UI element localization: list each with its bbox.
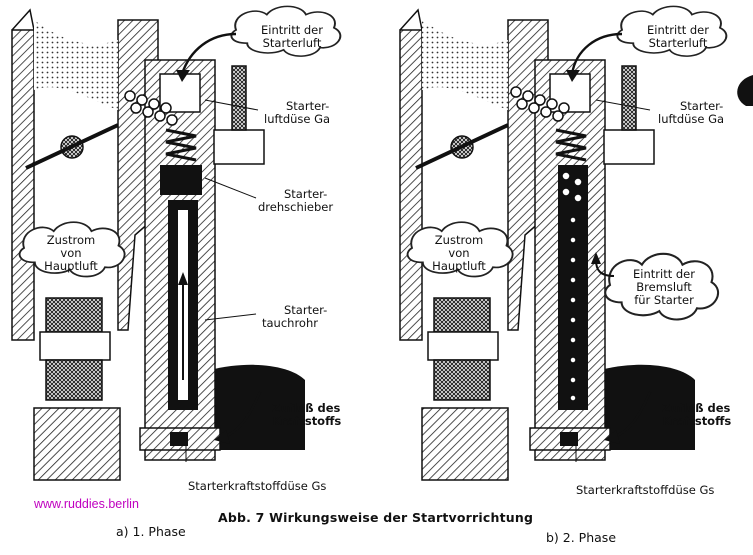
panel-b-label: b) 2. Phase	[546, 530, 617, 545]
fuel-chamber-b	[595, 364, 695, 450]
rotary-valve-a	[160, 165, 202, 195]
label-line: Starter-	[286, 99, 330, 113]
label-line: Eintritt der	[647, 23, 709, 37]
label-line: Kraftstoffs	[272, 414, 342, 428]
label-line: von	[60, 246, 82, 260]
air-bubbles-b	[510, 86, 583, 402]
label-line: Bremsluft	[636, 280, 692, 294]
label-zufluss-kraftstoff-a: Zufluß des Kraftstoffs	[272, 402, 352, 428]
label-starterluftduese-a: Starter- luftdüse Ga	[264, 100, 354, 126]
label-line: drehschieber	[258, 200, 334, 214]
label-line: Starter-	[284, 303, 328, 317]
label-line: Zustrom	[46, 233, 96, 247]
dip-tube-b	[558, 165, 588, 410]
label-line: Eintritt der	[633, 267, 695, 281]
panel-a	[11, 5, 342, 481]
label-line: Hauptluft	[432, 259, 486, 273]
label-line: luftdüse Ga	[264, 112, 331, 126]
label-line: Zufluß des	[662, 401, 731, 415]
label-line: Hauptluft	[44, 259, 98, 273]
panel-a-label: a) 1. Phase	[116, 524, 186, 539]
label-eintritt-starterluft-b: Eintritt der Starterluft	[638, 24, 718, 50]
label-starterkraftstoffduese-b: Starterkraftstoffdüse Gs	[576, 483, 715, 497]
label-zufluss-kraftstoff-b: Zufluß des Kraftstoffs	[662, 402, 742, 428]
label-line: für Starter	[634, 293, 694, 307]
label-line: Starterluft	[262, 36, 322, 50]
fuel-inlet-nut-a	[45, 297, 103, 333]
label-line: luftdüse Ga	[658, 112, 725, 126]
panel-b	[399, 5, 753, 481]
label-line: tauchrohr	[262, 316, 318, 330]
label-zustrom-hauptluft-b: Zustrom von Hauptluft	[418, 234, 500, 273]
label-eintritt-starterluft-a: Eintritt der Starterluft	[252, 24, 332, 50]
housing-wall-left-b	[399, 29, 423, 341]
label-starterkraftstoffduese-a: Starterkraftstoffdüse Gs	[188, 479, 327, 493]
label-zustrom-hauptluft-a: Zustrom von Hauptluft	[30, 234, 112, 273]
label-line: Kraftstoffs	[662, 414, 732, 428]
label-startertauchrohr-a: Starter- tauchrohr	[262, 304, 352, 330]
label-starterluftduese-b: Starter- luftdüse Ga	[658, 100, 748, 126]
label-eintritt-bremsluft-b: Eintritt der Bremsluft für Starter	[616, 268, 712, 307]
fuel-inlet-nut-b	[433, 297, 491, 333]
spring-b	[555, 128, 587, 162]
figure-caption: Abb. 7 Wirkungsweise der Startvorrichtun…	[218, 510, 534, 525]
label-line: Zufluß des	[272, 401, 341, 415]
label-line: Starter-	[284, 187, 328, 201]
label-line: Starter-	[680, 99, 724, 113]
air-bubbles-a	[124, 90, 178, 126]
label-starterdrehschieber-a: Starter- drehschieber	[258, 188, 358, 214]
housing-wall-left-a	[11, 29, 35, 341]
label-line: Eintritt der	[261, 23, 323, 37]
spring-a	[165, 128, 197, 162]
label-line: Starterluft	[648, 36, 708, 50]
label-line: von	[448, 246, 470, 260]
fuel-chamber-a	[205, 364, 305, 450]
source-credit: www.ruddies.berlin	[34, 497, 139, 511]
label-line: Zustrom	[434, 233, 484, 247]
